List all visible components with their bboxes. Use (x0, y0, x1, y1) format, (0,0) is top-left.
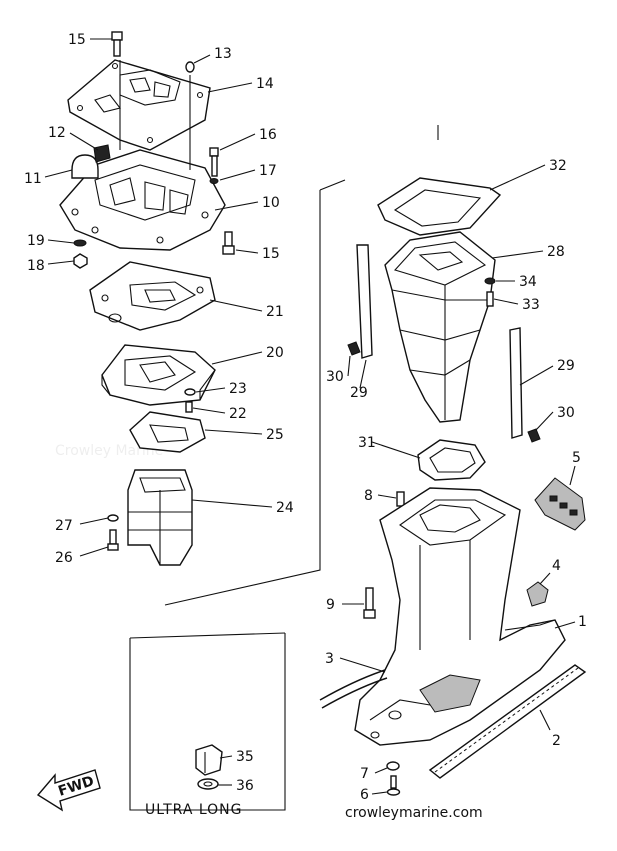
part-22-dowel (185, 401, 193, 413)
part-12-fitting (93, 144, 111, 163)
callout-30-left: 30 (326, 369, 344, 385)
callout-labels: 15 13 14 12 11 16 17 10 19 18 15 21 20 2… (24, 32, 587, 803)
part-2-strip (428, 664, 587, 779)
part-24-exhaust-guide (127, 469, 193, 566)
part-26-bolt (107, 529, 119, 551)
callout-23: 23 (229, 381, 247, 397)
left-assembly-frame (164, 179, 346, 606)
part-14-gasket (67, 59, 211, 151)
part-21-gasket (89, 261, 216, 331)
callout-9: 9 (326, 597, 335, 613)
callout-33: 33 (522, 297, 540, 313)
part-30-grommet-left (347, 341, 361, 356)
callout-13: 13 (214, 46, 232, 62)
part-4-clip (526, 581, 549, 607)
part-29-strip-left (356, 244, 373, 359)
callout-5: 5 (572, 450, 581, 466)
callout-3: 3 (325, 651, 334, 667)
callout-12: 12 (48, 125, 66, 141)
watermark: Crowley Marine (55, 443, 163, 459)
callout-32: 32 (549, 158, 567, 174)
part-6-bolt (386, 775, 401, 796)
inset-label: ULTRA LONG (145, 802, 243, 818)
part-15-bolt-lower (222, 231, 235, 255)
callout-26: 26 (55, 550, 73, 566)
part-36-washer (197, 778, 219, 790)
callout-17: 17 (259, 163, 277, 179)
part-18-nut (73, 253, 88, 269)
callout-28: 28 (547, 244, 565, 260)
part-1-lower-casing (354, 487, 566, 746)
part-20-adapter (101, 344, 216, 406)
part-8-bolt (396, 491, 405, 507)
callout-34: 34 (519, 274, 537, 290)
part-5-rubber-mount (534, 477, 586, 531)
part-35-fitting (195, 744, 223, 776)
callout-14: 14 (256, 76, 274, 92)
part-32-gasket (377, 177, 502, 236)
callout-27: 27 (55, 518, 73, 534)
part-30-grommet-right (527, 428, 541, 443)
callout-16: 16 (259, 127, 277, 143)
callout-11: 11 (24, 171, 42, 187)
part-29-strip-right (509, 327, 523, 439)
callout-7: 7 (360, 766, 369, 782)
part-10-exhaust-plate (59, 60, 226, 251)
part-34-washer (484, 277, 496, 285)
callout-36: 36 (236, 778, 254, 794)
callout-2: 2 (552, 733, 561, 749)
callout-31: 31 (358, 435, 376, 451)
callout-25: 25 (266, 427, 284, 443)
callout-20: 20 (266, 345, 284, 361)
callout-10: 10 (262, 195, 280, 211)
part-31-seal (417, 439, 486, 481)
ultra-long-inset (129, 632, 286, 811)
part-33-bolt (486, 291, 494, 307)
part-25-gasket (129, 411, 206, 453)
part-27-washer (107, 514, 119, 522)
callout-1: 1 (578, 614, 587, 630)
part-13-dowel (185, 61, 195, 73)
callout-8: 8 (364, 488, 373, 504)
part-11-cap (71, 154, 99, 179)
callout-4: 4 (552, 558, 561, 574)
callout-21: 21 (266, 304, 284, 320)
part-19-washer (73, 239, 87, 247)
callout-19: 19 (27, 233, 45, 249)
leader-lines (44, 38, 576, 795)
callout-15-lower: 15 (262, 246, 280, 262)
part-28-upper-casing (384, 231, 496, 423)
part-7-washer (386, 761, 400, 771)
part-17-washer (209, 178, 219, 184)
part-16-bolt (209, 147, 219, 177)
site-url: crowleymarine.com (345, 805, 483, 821)
callout-6: 6 (360, 787, 369, 803)
part-23-washer (184, 388, 196, 396)
part-15-bolt-top (111, 31, 123, 57)
callout-30-right: 30 (557, 405, 575, 421)
callout-35: 35 (236, 749, 254, 765)
callout-24: 24 (276, 500, 294, 516)
part-9-bolt (363, 587, 376, 619)
fwd-arrow: FWD (36, 769, 101, 812)
callout-22: 22 (229, 406, 247, 422)
callout-29-left: 29 (350, 385, 368, 401)
callout-15-top: 15 (68, 32, 86, 48)
callout-18: 18 (27, 258, 45, 274)
part-3-hose (319, 669, 388, 709)
callout-29-right: 29 (557, 358, 575, 374)
